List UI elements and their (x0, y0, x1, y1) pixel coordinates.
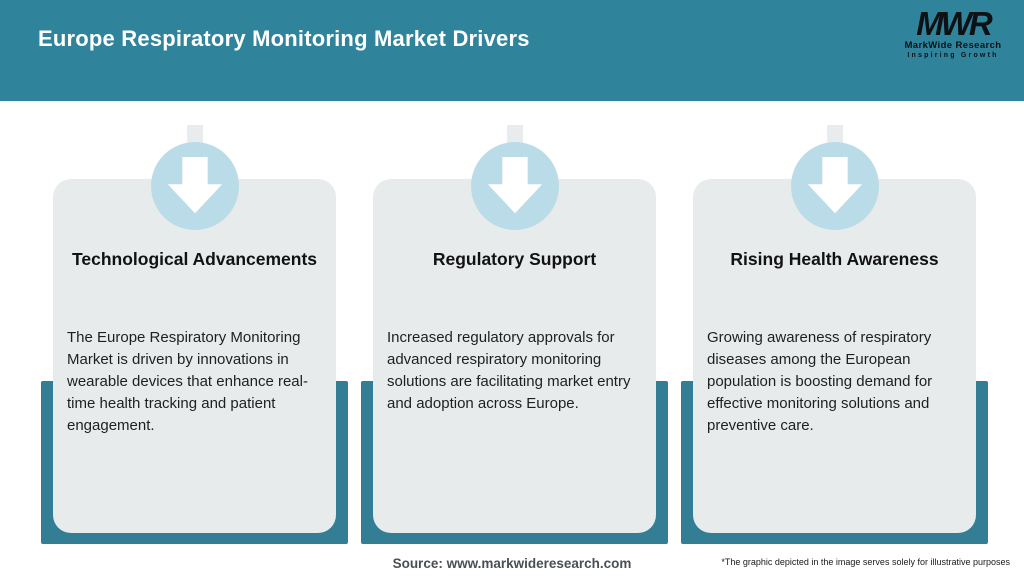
card-description: Growing awareness of respiratory disease… (707, 329, 933, 434)
page-title: Europe Respiratory Monitoring Market Dri… (38, 26, 530, 51)
card-title: Technological Advancements (71, 249, 318, 269)
driver-card-technological-advancements: Technological Advancements The Europe Re… (41, 125, 348, 545)
card-body: Technological Advancements The Europe Re… (53, 179, 336, 533)
card-title: Regulatory Support (432, 249, 597, 269)
card-description: The Europe Respiratory Monitoring Market… (67, 329, 308, 434)
down-arrow-icon (150, 142, 239, 230)
logo-acronym: MWR (916, 5, 992, 42)
header-bar: Europe Respiratory Monitoring Market Dri… (0, 0, 1024, 101)
card-body: Regulatory Support Increased regulatory … (373, 179, 656, 533)
source-text: Source: www.markwideresearch.com (392, 556, 632, 571)
down-arrow-icon (790, 142, 879, 230)
logo-tagline: Inspiring Growth (907, 52, 999, 59)
markwide-research-logo: MWR MarkWide Research Inspiring Growth (898, 5, 1008, 59)
down-arrow-icon (470, 142, 559, 230)
driver-card-rising-health-awareness: Rising Health Awareness Growing awarenes… (681, 125, 988, 545)
card-title: Rising Health Awareness (730, 249, 939, 269)
card-body: Rising Health Awareness Growing awarenes… (693, 179, 976, 533)
logo-name: MarkWide Research (904, 40, 1002, 51)
card-description: Increased regulatory approvals for advan… (387, 329, 631, 412)
driver-card-regulatory-support: Regulatory Support Increased regulatory … (361, 125, 668, 545)
disclaimer-text: *The graphic depicted in the image serve… (721, 557, 1010, 567)
